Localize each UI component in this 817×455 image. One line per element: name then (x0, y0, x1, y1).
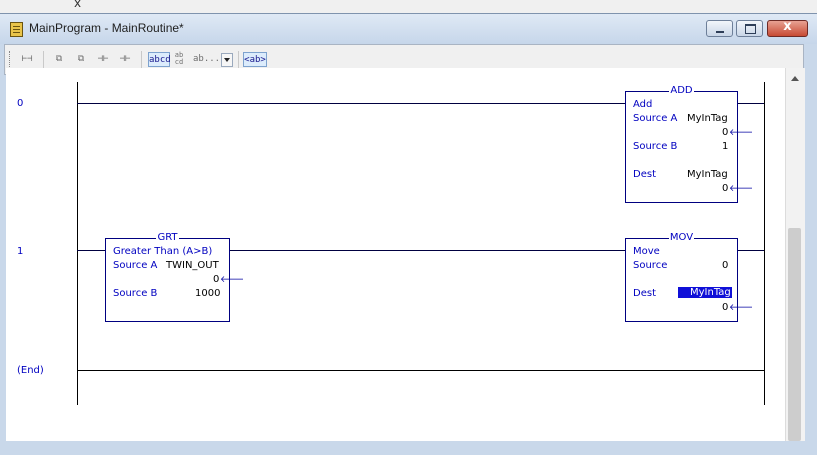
arrow-left-icon: 🡐 (729, 184, 754, 194)
add-dest-value: 0 (722, 183, 729, 194)
description-display-icon[interactable]: ab cd (174, 51, 184, 66)
mov-dest-value: 0 (722, 302, 729, 313)
branch-icon[interactable]: ⧉ (55, 54, 63, 64)
grt-source-b-label: Source B (113, 288, 158, 299)
branch-level-icon[interactable]: ⧉ (77, 54, 85, 64)
close-icon: x (783, 19, 792, 34)
mov-instruction[interactable]: MOV Move Source 0 Dest MyInTag 0 🡐 (625, 232, 753, 322)
ladder-editor[interactable]: 0 ADD Add Source A MyInTag 0 🡐 Source B … (6, 68, 785, 441)
ladder-routine-icon (10, 22, 23, 37)
grt-source-a-label: Source A (113, 260, 158, 271)
grt-title: Greater Than (A>B) (113, 246, 213, 257)
rung-1-wire-right (737, 250, 764, 251)
rung-0-wire-right (737, 103, 764, 104)
grt-instruction[interactable]: GRT Greater Than (A>B) Source A TWIN_OUT… (105, 232, 244, 322)
minimize-button[interactable] (706, 20, 733, 37)
toolbar-grip[interactable] (9, 51, 12, 69)
mov-mnemonic: MOV (668, 232, 695, 243)
display-dropdown-button[interactable] (221, 53, 233, 67)
add-title: Add (633, 99, 653, 110)
toolbar-separator (238, 51, 239, 69)
close-button[interactable]: x (767, 19, 808, 37)
toolbar-separator (43, 51, 44, 69)
mov-dest-tag-selected[interactable]: MyInTag (678, 287, 732, 298)
close-glyph[interactable]: x (74, 0, 82, 10)
mov-source-label: Source (633, 260, 668, 271)
mov-source-value[interactable]: 0 (722, 260, 729, 271)
address-display-icon[interactable]: abcd (148, 52, 171, 67)
grt-source-a-value: 0 (213, 274, 220, 285)
rung-end-label[interactable]: (End) (17, 365, 44, 376)
maximize-button[interactable] (736, 20, 763, 37)
mov-dest-label: Dest (633, 288, 656, 299)
add-source-b-value[interactable]: 1 (722, 141, 729, 152)
left-power-rail (77, 82, 78, 405)
rung-number-1[interactable]: 1 (17, 246, 24, 257)
add-mnemonic: ADD (669, 85, 694, 96)
rung-number-0[interactable]: 0 (17, 98, 24, 109)
grt-mnemonic: GRT (156, 232, 179, 243)
rung-1-wire-left (77, 250, 105, 251)
add-source-a-label: Source A (633, 113, 678, 124)
previous-window-strip: x (0, 0, 817, 14)
add-dest-label: Dest (633, 169, 656, 180)
toolbar-separator (141, 51, 142, 69)
arrow-left-icon: 🡐 (729, 303, 754, 313)
add-source-a-value: 0 (722, 127, 729, 138)
add-source-a-tag[interactable]: MyInTag (687, 113, 728, 124)
operand-display-icon[interactable]: <ab> (243, 52, 267, 67)
coil-icon[interactable]: ⊣⊢ (119, 54, 131, 64)
tag-display-icon[interactable]: ab... (193, 54, 221, 64)
arrow-left-icon: 🡐 (729, 128, 754, 138)
add-instruction[interactable]: ADD Add Source A MyInTag 0 🡐 Source B 1 … (625, 85, 753, 203)
arrow-left-icon: 🡐 (220, 275, 245, 285)
maximize-icon (745, 24, 756, 34)
rung-0-wire (77, 103, 625, 104)
add-source-b-label: Source B (633, 141, 678, 152)
mov-title: Move (633, 246, 660, 257)
minimize-icon (716, 31, 724, 33)
vertical-scrollbar[interactable] (785, 68, 805, 441)
add-dest-tag[interactable]: MyInTag (687, 169, 728, 180)
window-title: MainProgram - MainRoutine* (29, 21, 184, 35)
right-power-rail (764, 82, 765, 405)
scroll-thumb[interactable] (788, 228, 801, 441)
scroll-up-icon[interactable] (791, 76, 799, 81)
title-bar[interactable]: MainProgram - MainRoutine* x (0, 14, 817, 44)
rung-insert-icon[interactable]: ⊢⊣ (21, 54, 33, 64)
grt-source-b-value[interactable]: 1000 (195, 288, 221, 299)
contact-icon[interactable]: ⊣⊢ (97, 54, 109, 64)
end-rung-line (77, 370, 764, 371)
grt-source-a-tag[interactable]: TWIN_OUT (166, 260, 219, 271)
rung-1-wire-mid (229, 250, 625, 251)
